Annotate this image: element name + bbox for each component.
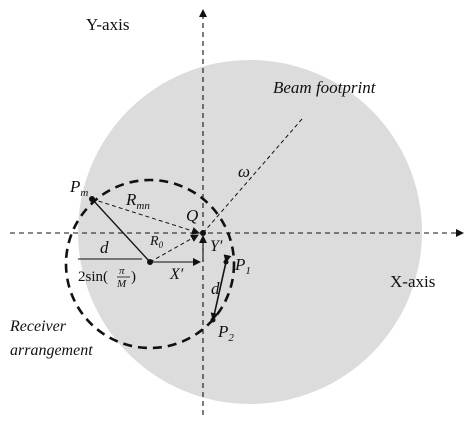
receiver-label-line2: arrangement bbox=[10, 342, 93, 359]
R0-label: R0 bbox=[149, 234, 164, 250]
receiver-label-line1: Receiver bbox=[9, 318, 67, 335]
d-side-label: d bbox=[211, 279, 220, 298]
beam-footprint-label: Beam footprint bbox=[273, 78, 377, 97]
P-m-label: Pm bbox=[69, 177, 88, 199]
radius-line bbox=[91, 198, 151, 263]
R-mn-label: Rmn bbox=[125, 190, 150, 212]
beam-footprint-disc bbox=[78, 60, 422, 404]
x-axis-label: X-axis bbox=[390, 272, 435, 291]
point-center bbox=[147, 259, 153, 265]
formula-pi: π bbox=[119, 265, 125, 277]
Y-prime-label: Y′ bbox=[210, 238, 223, 255]
point-P2 bbox=[210, 317, 216, 323]
point-P-m bbox=[89, 196, 95, 202]
point-P1 bbox=[223, 259, 229, 265]
formula-numerator: d bbox=[100, 238, 109, 257]
d-spacing-arrow bbox=[210, 254, 232, 321]
P1-label: P1 bbox=[234, 255, 251, 277]
receiver-arrangement-circle bbox=[64, 178, 236, 350]
formula-den-post: ) bbox=[131, 269, 136, 285]
R-mn-vector bbox=[91, 198, 200, 235]
X-prime-label: X′ bbox=[169, 266, 184, 283]
y-axis-label: Y-axis bbox=[86, 15, 129, 34]
chord-formula: d 2sin( π M ) bbox=[78, 238, 142, 290]
Q-label: Q bbox=[186, 206, 198, 225]
formula-M: M bbox=[116, 278, 127, 290]
formula-den-pre: 2sin( bbox=[78, 269, 108, 285]
point-Q bbox=[200, 230, 206, 236]
omega-label: ω bbox=[238, 162, 250, 181]
R0-vector bbox=[149, 234, 199, 263]
P2-label: P2 bbox=[217, 322, 234, 344]
